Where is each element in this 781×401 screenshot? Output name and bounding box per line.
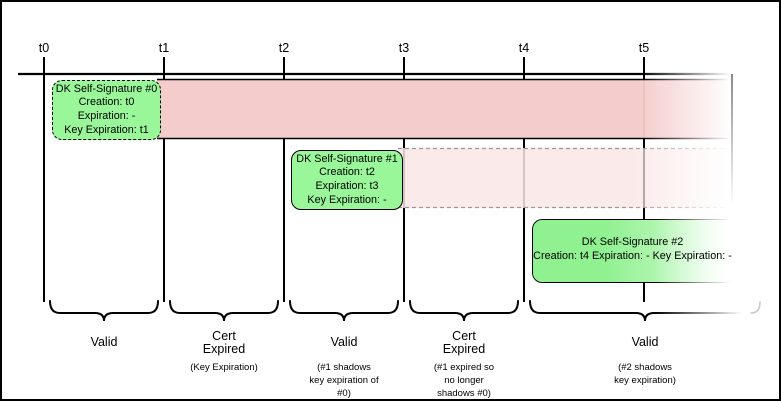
tick-label-t5: t5 bbox=[638, 41, 650, 55]
segment-5-label: Valid bbox=[631, 335, 659, 350]
brace-segment-5 bbox=[529, 300, 761, 322]
segment-1-label: Valid bbox=[90, 335, 118, 350]
self-signature-box-1-title: DK Self-Signature #1 bbox=[296, 152, 398, 165]
segment-3-note: (#1 shadows key expiration of #0) bbox=[309, 362, 379, 399]
segment-label-valid-2: Valid (#1 shadows key expiration of #0) bbox=[279, 329, 409, 400]
segment-4-label: Cert Expired bbox=[442, 328, 486, 356]
shadow-band-fill bbox=[398, 148, 729, 208]
self-signature-box-2-shape bbox=[532, 219, 735, 283]
segment-5-note: (#2 shadows key expiration) bbox=[614, 362, 676, 386]
segment-2-label: Cert Expired bbox=[202, 328, 246, 356]
self-signature-box-1: DK Self-Signature #1 Creation: t2 Expira… bbox=[291, 150, 403, 210]
segment-label-valid-1: Valid bbox=[39, 329, 169, 361]
segment-label-valid-3: Valid (#2 shadows key expiration) bbox=[570, 329, 720, 387]
tick-label-t0: t0 bbox=[38, 41, 50, 55]
self-signature-box-0-title: DK Self-Signature #0 bbox=[55, 82, 158, 95]
tick-label-t2: t2 bbox=[278, 41, 290, 55]
cert-expired-band bbox=[157, 78, 733, 140]
brace-segment-4 bbox=[409, 300, 519, 322]
self-signature-box-2: DK Self-Signature #2 Creation: t4 Expira… bbox=[532, 219, 733, 281]
segment-3-label: Valid bbox=[330, 335, 358, 350]
brace-segment-3 bbox=[289, 300, 399, 322]
self-signature-box-1-details: Creation: t2 Expiration: t3 Key Expirati… bbox=[307, 166, 387, 206]
segment-label-cert-expired-2: Cert Expired (#1 expired so no longer sh… bbox=[399, 329, 529, 400]
tick-label-t1: t1 bbox=[158, 41, 170, 55]
self-signature-box-0-details: Creation: t0 Expiration: - Key Expiratio… bbox=[64, 96, 149, 136]
self-signature-box-2-title: DK Self-Signature #2 bbox=[581, 236, 684, 249]
brace-segment-1 bbox=[49, 300, 159, 322]
tick-label-t4: t4 bbox=[518, 41, 530, 55]
segment-2-note: (Key Expiration) bbox=[190, 362, 258, 373]
brace-segment-5-faded-end bbox=[750, 301, 761, 314]
self-signature-box-0: DK Self-Signature #0 Creation: t0 Expira… bbox=[52, 80, 161, 140]
tick-label-t3: t3 bbox=[398, 41, 410, 55]
cert-expired-band-fill bbox=[157, 79, 733, 139]
shadow-band bbox=[398, 147, 729, 209]
self-signature-box-2-details: Creation: t4 Expiration: - Key Expiratio… bbox=[533, 250, 732, 262]
segment-label-cert-expired-1: Cert Expired (Key Expiration) bbox=[159, 329, 289, 374]
segment-4-note: (#1 expired so no longer shadows #0) bbox=[433, 362, 495, 399]
brace-segment-2 bbox=[169, 300, 279, 322]
